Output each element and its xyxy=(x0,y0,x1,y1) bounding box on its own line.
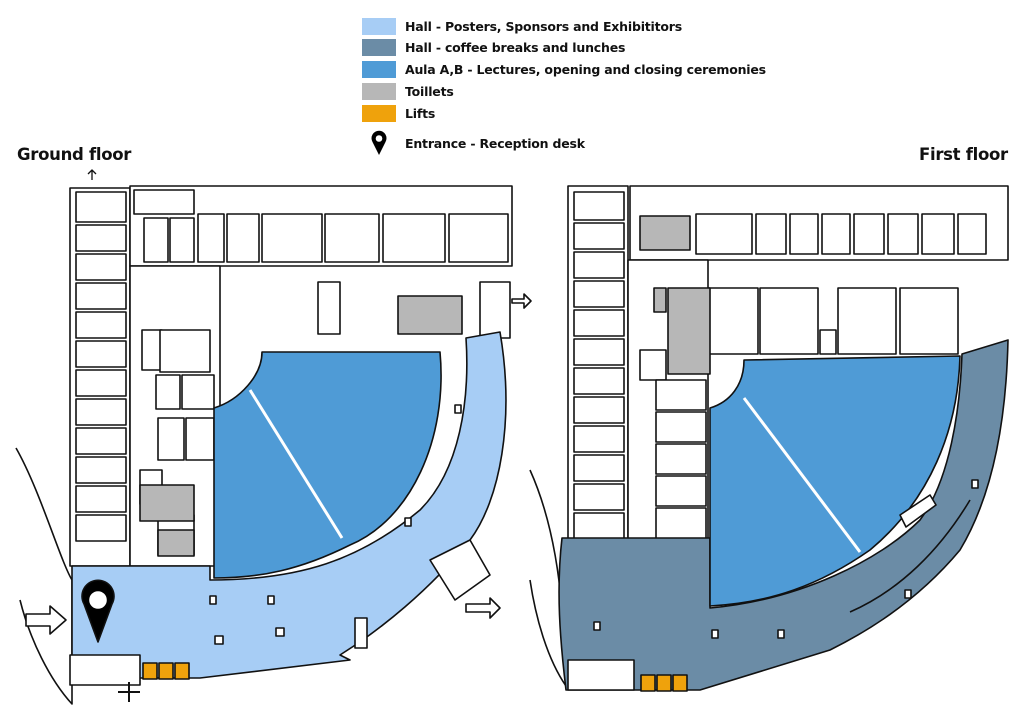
legend-item-coffee-hall: Hall - coffee breaks and lunches xyxy=(362,38,625,56)
map-pin-icon xyxy=(371,130,387,155)
legend-label: Hall - coffee breaks and lunches xyxy=(405,39,626,55)
first-lifts xyxy=(640,674,688,692)
legend-swatch-lifts xyxy=(362,104,396,122)
legend-swatch-poster-hall xyxy=(362,17,396,35)
legend-item-entrance: Entrance - Reception desk xyxy=(362,130,585,156)
ground-lifts xyxy=(142,662,190,680)
legend-label: Lifts xyxy=(405,105,436,121)
legend-swatch-toilets xyxy=(362,82,396,100)
legend-swatch-aula xyxy=(362,60,396,78)
entrance-pin-icon xyxy=(81,579,115,643)
first-central-rooms xyxy=(699,287,959,355)
legend-item-lifts: Lifts xyxy=(362,104,435,122)
first-top-rooms xyxy=(695,213,987,255)
legend-label: Entrance - Reception desk xyxy=(405,135,585,151)
ground-poster-hall xyxy=(71,331,507,679)
ground-floor-title: Ground floor xyxy=(17,145,132,164)
ground-aula xyxy=(213,351,442,579)
legend-label: Toillets xyxy=(405,83,454,99)
legend-label: Hall - Posters, Sponsors and Exhibititor… xyxy=(405,18,683,34)
legend-label: Aula A,B - Lectures, opening and closing… xyxy=(405,61,766,77)
first-coffee-hall xyxy=(558,339,1009,691)
ground-left-rooms xyxy=(75,191,127,542)
ground-top-rooms xyxy=(133,189,509,263)
legend-swatch-coffee-hall xyxy=(362,38,396,56)
ground-toilets xyxy=(139,295,463,557)
first-inner-rooms xyxy=(639,349,707,543)
legend-item-poster-hall: Hall - Posters, Sponsors and Exhibititor… xyxy=(362,17,682,35)
first-left-rooms xyxy=(573,191,625,540)
first-toilets xyxy=(639,215,711,375)
legend-item-toilets: Toillets xyxy=(362,82,454,100)
first-floor-plan xyxy=(529,185,1009,692)
legend: Hall - Posters, Sponsors and Exhibititor… xyxy=(362,17,782,157)
legend-item-aula: Aula A,B - Lectures, opening and closing… xyxy=(362,60,766,78)
first-aula xyxy=(709,355,961,607)
first-floor-title: First floor xyxy=(919,145,1008,164)
ground-floor-plan xyxy=(15,169,532,705)
